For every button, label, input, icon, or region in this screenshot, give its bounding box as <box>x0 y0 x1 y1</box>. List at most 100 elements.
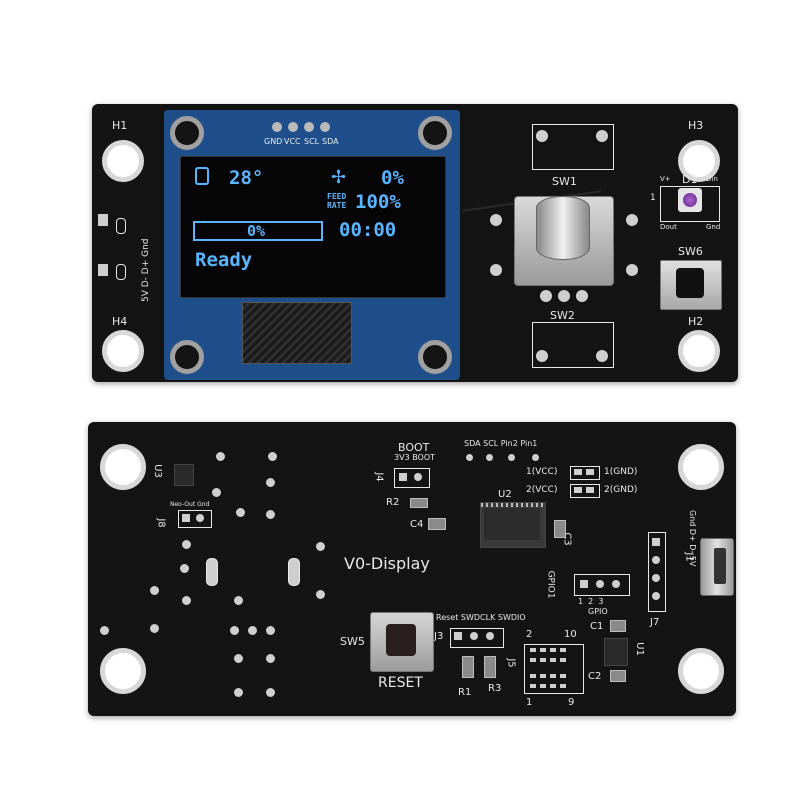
label-neo-out: Neo-Out Gnd <box>170 501 210 508</box>
sw1-mount-pad <box>490 214 502 226</box>
oled-mount-hole <box>418 340 452 374</box>
th-pad <box>182 596 191 605</box>
resistor-r1 <box>462 656 474 678</box>
j7-pad <box>652 592 660 600</box>
rotary-encoder-knob[interactable] <box>536 196 590 260</box>
chip-u3 <box>174 464 194 486</box>
th-pad <box>100 626 109 635</box>
label-c4: C4 <box>410 519 424 530</box>
j3-header <box>450 628 504 648</box>
led-pin-one: 1 <box>650 193 656 203</box>
j5-pad <box>530 658 570 662</box>
jumper-1 <box>570 466 600 480</box>
label-2gnd: 2(GND) <box>604 485 638 495</box>
label-r3: R3 <box>488 683 502 694</box>
led-pin-dout: Dout <box>660 223 677 231</box>
bottom-pcb-board: U3 Neo-Out Gnd J8 BOOT 3V3 BOOT J4 R2 C4… <box>88 422 736 716</box>
sw1-mount-pad <box>596 130 608 142</box>
encoder-pin <box>540 290 552 302</box>
th-pad <box>234 596 243 605</box>
oled-pin-sda: SDA <box>322 137 339 146</box>
j8-pad <box>182 514 190 522</box>
th-pad <box>316 542 325 551</box>
d1-footprint <box>660 186 720 222</box>
oled-feed-label-1: FEED <box>327 192 347 201</box>
label-j7: J7 <box>650 617 660 628</box>
j8-pad <box>196 514 204 522</box>
mounting-hole <box>678 444 724 490</box>
usb-pad <box>98 214 108 226</box>
board-name: V0-Display <box>344 554 430 573</box>
thermometer-icon <box>195 167 209 185</box>
label-swd: Reset SWDCLK SWDIO <box>436 613 526 622</box>
led-pin-gnd: Gnd <box>706 223 721 231</box>
capacitor-c2 <box>610 670 626 682</box>
usb-pad-outline <box>116 218 126 234</box>
oled-pin-gnd: GND <box>264 137 283 146</box>
th-pad <box>236 508 245 517</box>
mounting-hole-h3 <box>678 140 720 182</box>
label-j5-nine: 9 <box>568 697 575 708</box>
label-gpio: GPIO <box>588 607 608 616</box>
label-2vcc: 2(VCC) <box>526 485 558 495</box>
th-pad <box>234 654 243 663</box>
capacitor-c1 <box>610 620 626 632</box>
encoder-pin <box>576 290 588 302</box>
th-pad-oval <box>206 558 218 586</box>
j4-pad <box>399 473 407 481</box>
label-d1: D1 <box>682 173 698 186</box>
th-pad <box>248 626 257 635</box>
sw1-mount-pad <box>626 214 638 226</box>
usb-pad-outline <box>116 264 126 280</box>
header-pad <box>486 454 493 461</box>
j7-pad <box>652 556 660 564</box>
oled-print-time: 00:00 <box>339 219 397 241</box>
label-j8: J8 <box>155 518 167 528</box>
top-pcb-board: H1 H3 H4 H2 5V D- D+ Gnd GND VCC SCL SDA… <box>92 104 738 382</box>
jumper-2-pad <box>586 487 594 493</box>
sw1-footprint <box>532 124 614 170</box>
oled-header-pin <box>304 122 314 132</box>
sw1-mount-pad <box>490 264 502 276</box>
reset-button-cap[interactable] <box>386 624 416 656</box>
label-sw2: SW2 <box>550 309 575 322</box>
th-pad <box>266 654 275 663</box>
mounting-hole <box>678 648 724 694</box>
j5-header <box>524 644 584 694</box>
label-gpio-nums: 1 2 3 <box>578 597 604 606</box>
j4-header <box>394 468 430 488</box>
th-pad <box>268 452 277 461</box>
header-pad <box>466 454 473 461</box>
oled-pin-scl: SCL <box>304 137 320 146</box>
gpio-pad <box>612 580 620 588</box>
encoder-pin <box>558 290 570 302</box>
label-h3: H3 <box>688 119 704 132</box>
j5-pad <box>530 684 570 688</box>
label-sw6: SW6 <box>678 245 703 258</box>
label-reset: RESET <box>378 675 423 691</box>
label-j3: J3 <box>434 631 444 642</box>
mounting-hole-h2 <box>678 330 720 372</box>
label-r2: R2 <box>386 497 400 508</box>
j5-pad <box>530 648 570 652</box>
th-pad <box>182 540 191 549</box>
label-boot: BOOT <box>398 441 430 454</box>
oled-progress-percent: 0% <box>247 222 266 240</box>
fan-icon: ✢ <box>331 167 347 188</box>
tactile-button-sw6-cap[interactable] <box>676 268 704 298</box>
th-pad <box>266 510 275 519</box>
usb-pad <box>98 264 108 276</box>
sw1-mount-pad <box>626 264 638 276</box>
j8-header <box>178 510 212 528</box>
jumper-1-pad <box>586 469 594 475</box>
led-pin-vplus: V+ <box>660 175 671 183</box>
led-d1-lens <box>683 193 697 207</box>
mounting-hole-h1 <box>102 140 144 182</box>
usb-pin-labels: 5V D- D+ Gnd <box>141 238 151 302</box>
th-pad <box>150 624 159 633</box>
label-u3: U3 <box>151 464 163 478</box>
j3-pad <box>486 632 494 640</box>
oled-pin-vcc: VCC <box>284 137 301 146</box>
label-j4: J4 <box>373 472 385 482</box>
oled-header-pin <box>272 122 282 132</box>
